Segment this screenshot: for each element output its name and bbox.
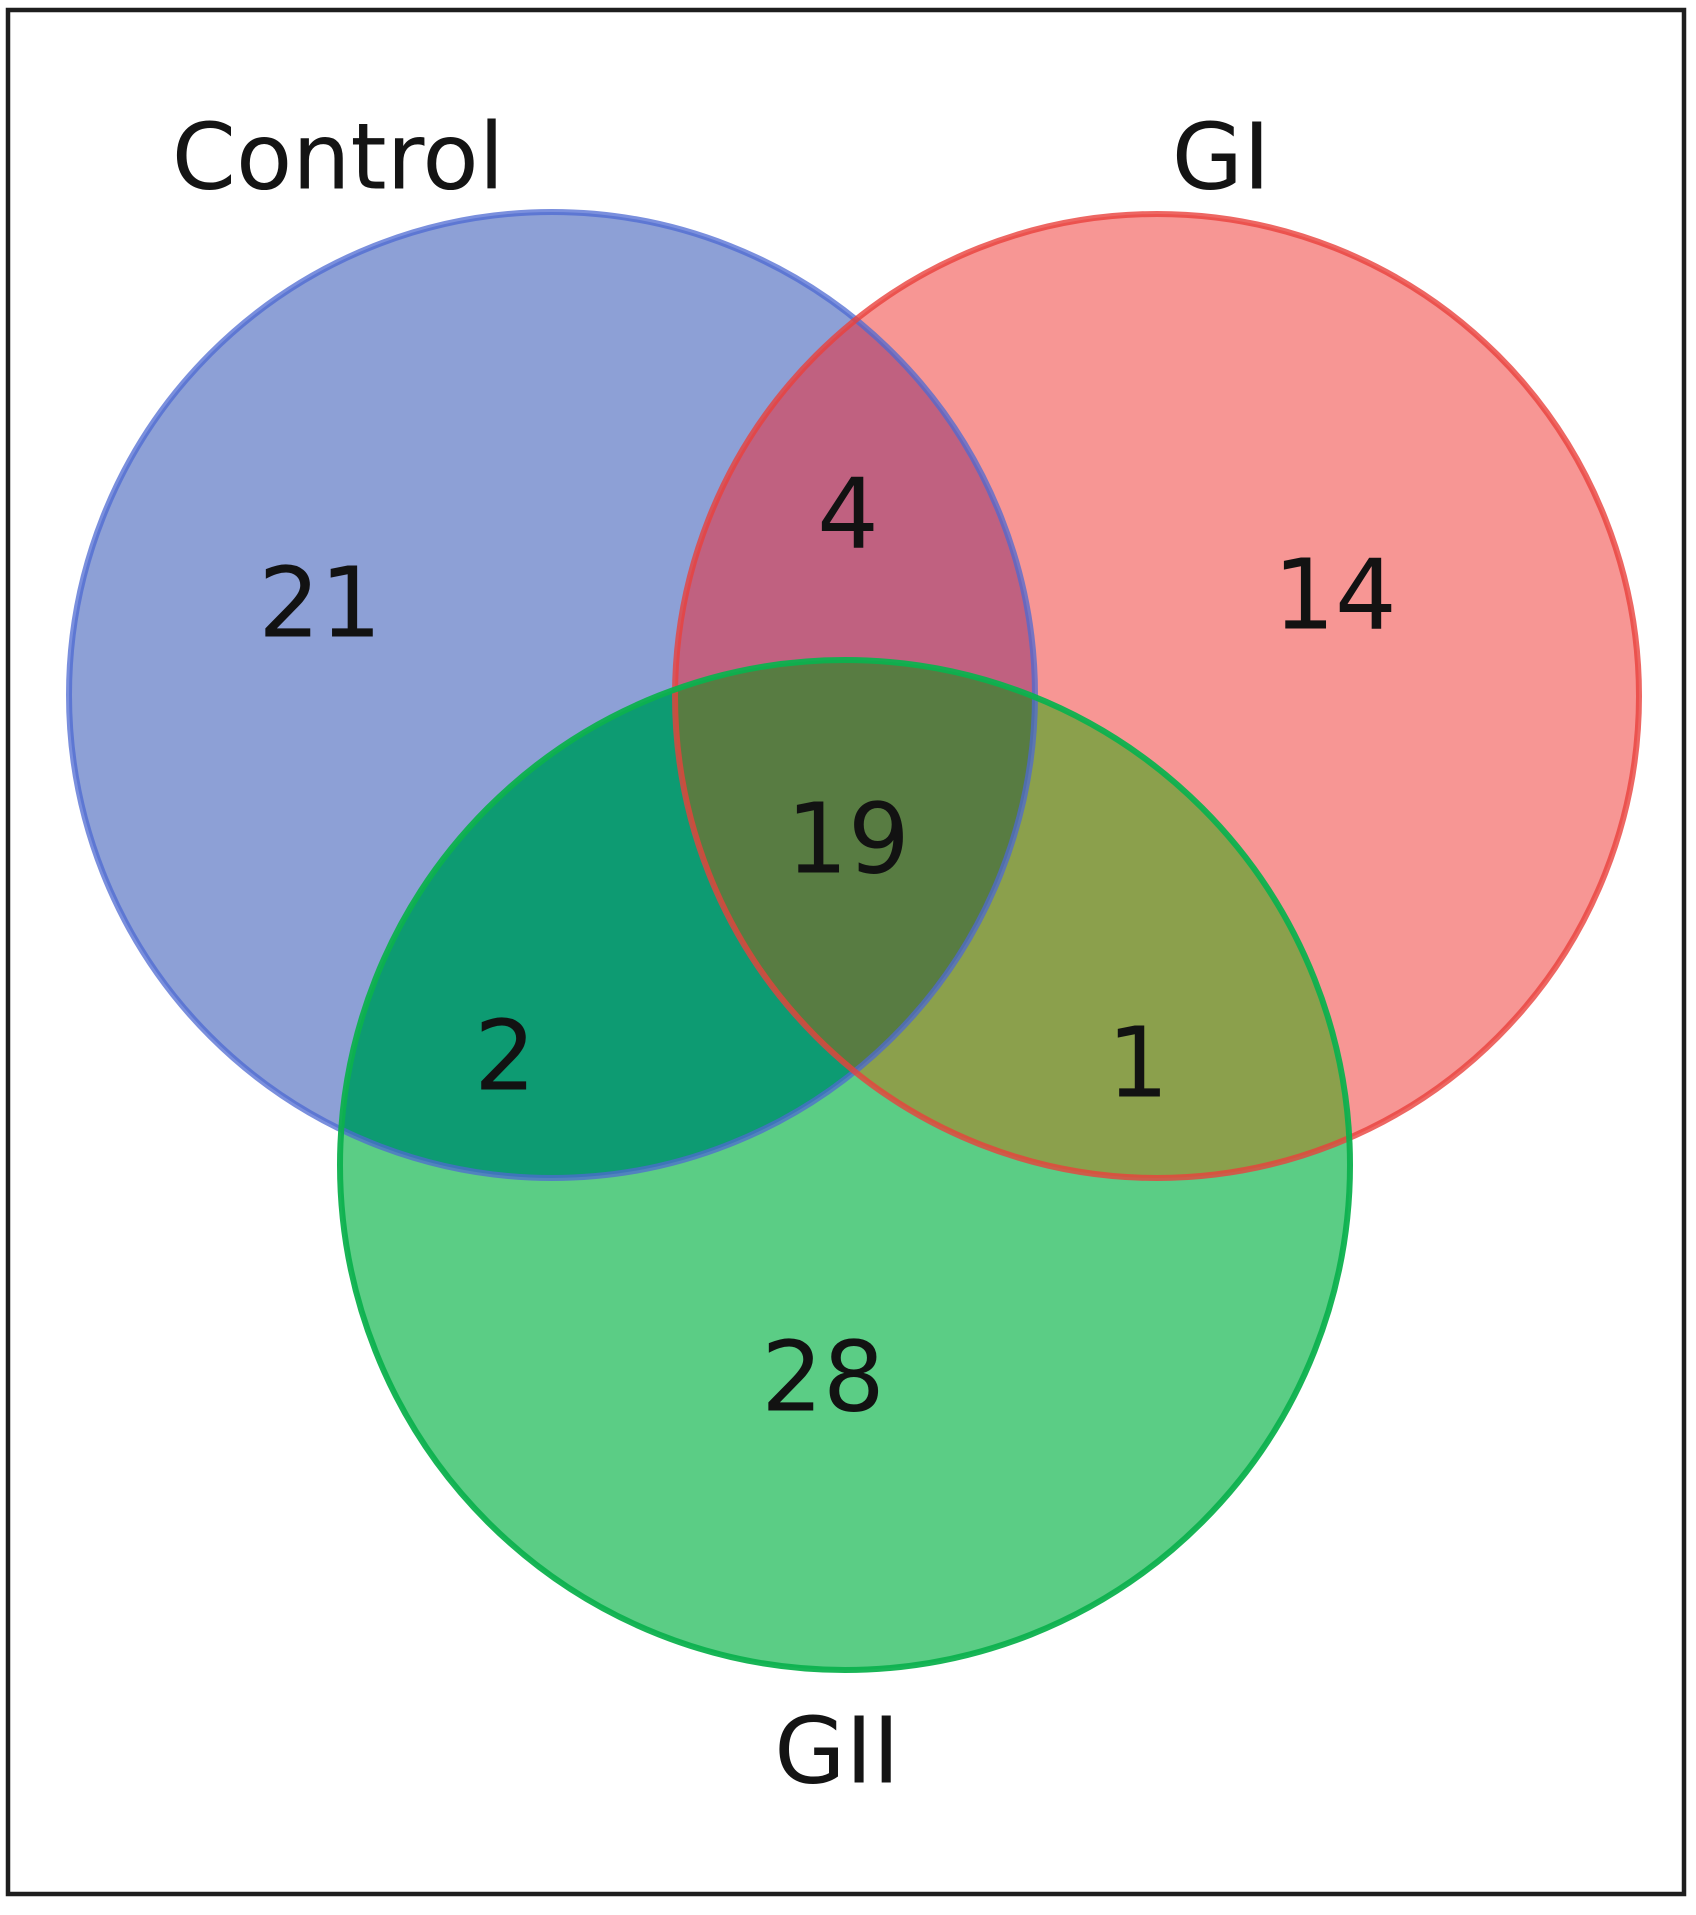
venn-outline-gi <box>672 211 1642 1181</box>
region-value-control-gii: 2 <box>474 1000 536 1113</box>
region-value-gi-gii: 1 <box>1107 1007 1169 1120</box>
set-label-gii: GII <box>774 1698 900 1805</box>
set-label-gi: GI <box>1172 104 1270 211</box>
set-label-control: Control <box>172 104 505 211</box>
region-value-control-gi: 4 <box>817 458 879 571</box>
region-value-gi-only: 14 <box>1273 539 1396 652</box>
figure-frame <box>5 7 1687 1897</box>
region-value-triple: 19 <box>786 783 909 896</box>
venn-outline-gii <box>337 657 1353 1673</box>
region-value-gii-only: 28 <box>761 1321 884 1434</box>
region-value-control-only: 21 <box>258 547 381 660</box>
